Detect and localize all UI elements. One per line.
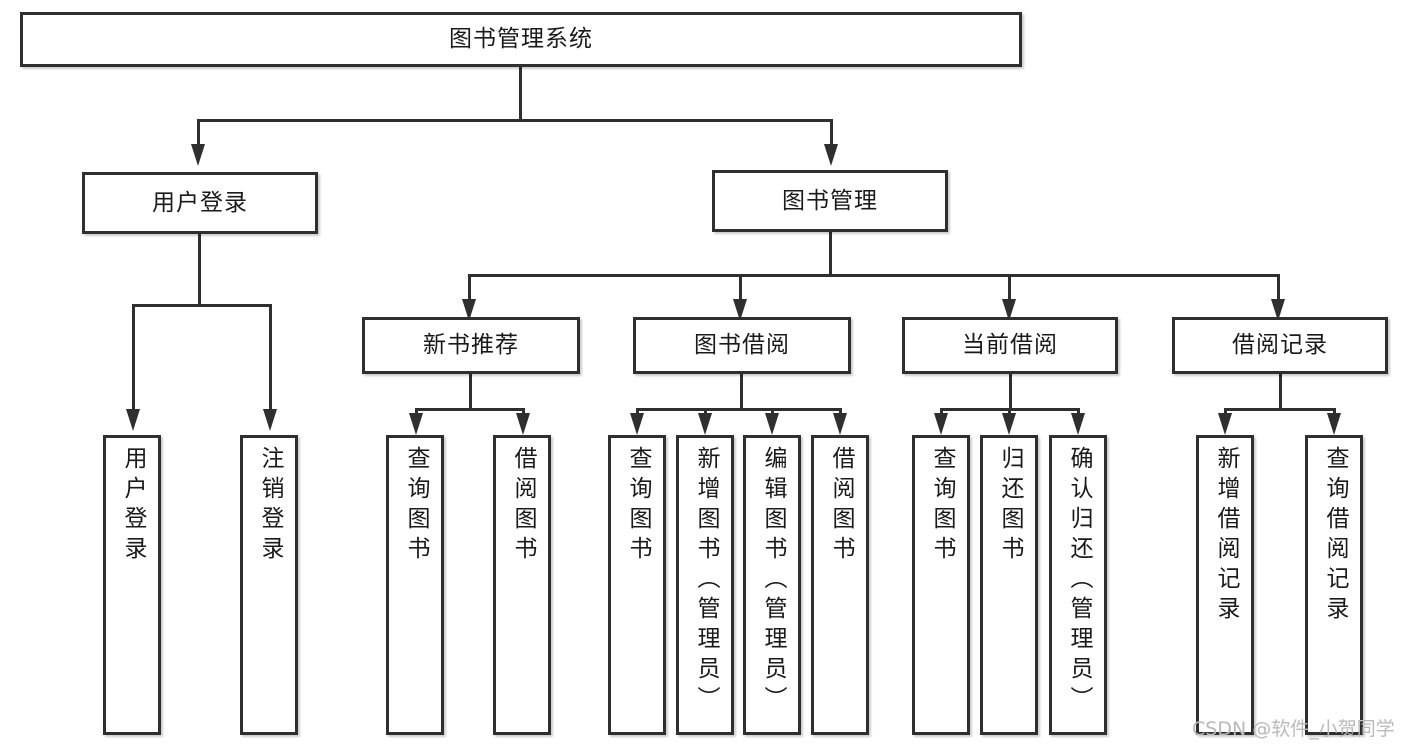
leaf-label: 借阅图书 xyxy=(827,446,854,566)
arrow-to-borrow-book-b xyxy=(833,413,847,435)
arrow-to-user-login-leaf xyxy=(126,409,140,431)
connector-level3-bus xyxy=(468,274,1280,277)
arrow-to-book-management xyxy=(824,144,838,166)
connector-user-login-leg-2 xyxy=(269,304,272,409)
arrow-to-query-book-b xyxy=(630,413,644,435)
node-book-borrow[interactable]: 图书借阅 xyxy=(633,317,851,374)
leaf-confirm-return-admin[interactable]: 确认归还（管理员） xyxy=(1049,435,1107,735)
connector-borrow-record-leg-2 xyxy=(1333,408,1336,415)
connector-current-borrow-leg-2 xyxy=(1008,408,1011,415)
csdn-watermark: CSDN @软件_小贺同学 xyxy=(1192,718,1395,740)
node-label: 用户登录 xyxy=(152,189,248,216)
node-label: 新书推荐 xyxy=(423,332,519,358)
connector-user-login-drop xyxy=(198,234,201,304)
node-user-login[interactable]: 用户登录 xyxy=(82,172,318,234)
connector-user-login-leg-1 xyxy=(132,304,135,409)
connector-level3-leg-3 xyxy=(1008,274,1011,299)
connector-user-login-bus xyxy=(132,304,272,307)
leaf-label: 注销登录 xyxy=(256,446,283,566)
connector-level3-leg-4 xyxy=(1277,274,1280,299)
leaf-label: 确认归还（管理员） xyxy=(1065,446,1092,716)
leaf-edit-book-admin[interactable]: 编辑图书（管理员） xyxy=(743,435,801,735)
arrow-to-query-book-a xyxy=(409,413,423,435)
connector-current-borrow-leg-1 xyxy=(940,408,943,415)
connector-level2-bus xyxy=(197,119,833,122)
leaf-borrow-book[interactable]: 借阅图书 xyxy=(811,435,869,735)
leaf-borrow-book-recommend[interactable]: 借阅图书 xyxy=(493,435,551,735)
arrow-to-return-book xyxy=(1002,413,1016,435)
node-new-book-recommend[interactable]: 新书推荐 xyxy=(362,317,580,374)
arrow-to-query-book-c xyxy=(934,413,948,435)
connector-borrow-record-drop xyxy=(1279,374,1282,408)
leaf-return-book[interactable]: 归还图书 xyxy=(980,435,1038,735)
arrow-to-edit-book xyxy=(765,413,779,435)
arrow-to-new-book-recommend xyxy=(462,299,476,321)
leaf-label: 新增图书（管理员） xyxy=(692,446,719,716)
connector-level2-right-leg xyxy=(830,119,833,144)
connector-new-book-bus xyxy=(415,408,525,411)
node-root-book-management-system[interactable]: 图书管理系统 xyxy=(20,12,1022,67)
leaf-label: 借阅图书 xyxy=(509,446,536,566)
connector-current-borrow-leg-3 xyxy=(1077,408,1080,415)
connector-book-management-drop xyxy=(829,232,832,274)
connector-new-book-drop xyxy=(469,374,472,408)
connector-new-book-leg-1 xyxy=(415,408,418,415)
connector-borrow-record-bus xyxy=(1224,408,1336,411)
leaf-label: 查询借阅记录 xyxy=(1321,446,1348,626)
connector-current-borrow-drop xyxy=(1009,374,1012,408)
connector-book-borrow-drop xyxy=(740,374,743,408)
leaf-add-book-admin[interactable]: 新增图书（管理员） xyxy=(676,435,734,735)
leaf-label: 编辑图书（管理员） xyxy=(759,446,786,716)
arrow-to-book-borrow xyxy=(733,299,747,321)
leaf-query-borrow-record[interactable]: 查询借阅记录 xyxy=(1305,435,1363,735)
node-current-borrow[interactable]: 当前借阅 xyxy=(902,317,1118,374)
node-label: 借阅记录 xyxy=(1232,332,1328,358)
leaf-add-borrow-record[interactable]: 新增借阅记录 xyxy=(1196,435,1254,735)
arrow-to-borrow-book-a xyxy=(516,413,530,435)
connector-level3-leg-2 xyxy=(739,274,742,299)
arrow-to-confirm-return xyxy=(1071,413,1085,435)
node-label: 当前借阅 xyxy=(962,332,1058,358)
connector-book-borrow-leg-1 xyxy=(636,408,639,415)
node-label: 图书管理系统 xyxy=(449,26,593,52)
leaf-query-book-current[interactable]: 查询图书 xyxy=(912,435,970,735)
leaf-logout[interactable]: 注销登录 xyxy=(240,435,298,735)
leaf-label: 查询图书 xyxy=(624,446,651,566)
connector-level2-left-leg xyxy=(197,119,200,144)
arrow-to-add-borrow-record xyxy=(1218,413,1232,435)
leaf-label: 查询图书 xyxy=(402,446,429,566)
leaf-label: 用户登录 xyxy=(119,446,146,566)
leaf-query-book-recommend[interactable]: 查询图书 xyxy=(386,435,444,735)
arrow-to-logout-leaf xyxy=(263,409,277,431)
connector-book-borrow-leg-4 xyxy=(839,408,842,415)
leaf-label: 查询图书 xyxy=(928,446,955,566)
leaf-user-login[interactable]: 用户登录 xyxy=(103,435,161,735)
connector-book-borrow-leg-2 xyxy=(704,408,707,415)
node-label: 图书管理 xyxy=(782,187,878,214)
arrow-to-user-login xyxy=(191,144,205,166)
connector-borrow-record-leg-1 xyxy=(1224,408,1227,415)
arrow-to-current-borrow xyxy=(1002,299,1016,321)
connector-new-book-leg-2 xyxy=(522,408,525,415)
node-label: 图书借阅 xyxy=(694,332,790,358)
node-borrow-record[interactable]: 借阅记录 xyxy=(1172,317,1388,374)
connector-root-drop xyxy=(519,67,522,119)
leaf-label: 新增借阅记录 xyxy=(1212,446,1239,626)
node-book-management[interactable]: 图书管理 xyxy=(712,170,948,232)
connector-book-borrow-leg-3 xyxy=(771,408,774,415)
arrow-to-query-borrow-record xyxy=(1327,413,1341,435)
connector-book-borrow-bus xyxy=(636,408,842,411)
leaf-label: 归还图书 xyxy=(996,446,1023,566)
connector-level3-leg-1 xyxy=(468,274,471,299)
leaf-query-book-borrow[interactable]: 查询图书 xyxy=(608,435,666,735)
arrow-to-add-book xyxy=(698,413,712,435)
arrow-to-borrow-record xyxy=(1271,299,1285,321)
